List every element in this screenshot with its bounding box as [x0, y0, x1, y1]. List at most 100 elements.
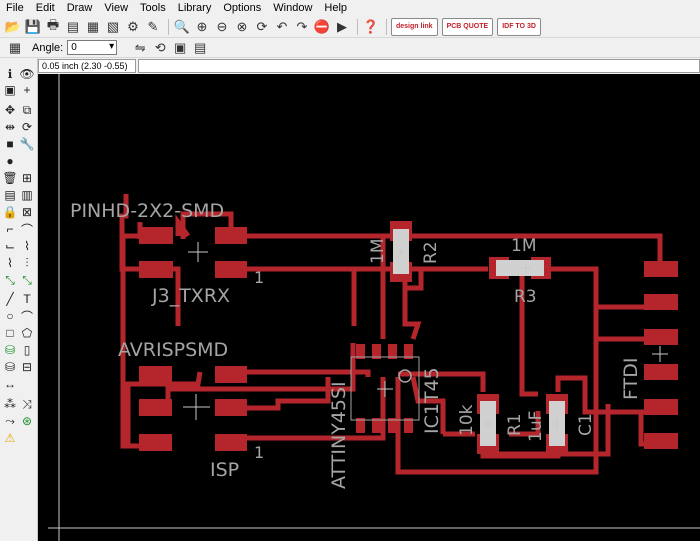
isp-name-label: ISP	[210, 459, 239, 481]
erc-icon[interactable]: ⊛	[21, 414, 33, 428]
origin-crosses	[183, 242, 668, 429]
stop-icon[interactable]: ⛔	[313, 18, 331, 34]
warning-icon[interactable]: ⚠	[4, 431, 16, 445]
open-icon[interactable]: 📂	[4, 18, 22, 34]
polygon-icon[interactable]: ⬠	[21, 326, 33, 340]
attribute-icon[interactable]: ⊟	[21, 360, 33, 374]
go-icon[interactable]: ▶	[337, 18, 347, 34]
group-icon[interactable]: ■	[6, 137, 14, 151]
mark-icon[interactable]: +	[23, 83, 31, 97]
ic-value-label: ATTINY45SI	[328, 381, 350, 489]
show-icon[interactable]: 👁	[19, 67, 35, 81]
board-canvas[interactable]: PINHD-2X2-SMD J3_TXRX 1 AVRISPSMD ISP 1 …	[38, 74, 700, 541]
idf-to-3d-button[interactable]: IDF TO 3D	[497, 17, 541, 36]
c1-name-label: C1	[576, 413, 596, 436]
dimension-icon[interactable]: ↔	[4, 377, 16, 391]
menu-view[interactable]: View	[104, 2, 129, 14]
r3-name-label: R3	[514, 287, 537, 307]
main-toolbar: 📂 💾 🖶 ▤ ▦ ▧ ⚙ ✎ 🔍 ⊕ ⊖ ⊗ ⟳ ↶ ↷ ⛔ ▶ ❓ desi…	[0, 16, 700, 38]
line-icon[interactable]: ╱	[6, 292, 14, 306]
drc-icon[interactable]: ⤳	[5, 413, 15, 428]
menu-draw[interactable]: Draw	[66, 2, 93, 14]
zoom-out-icon[interactable]: ⊖	[216, 18, 228, 34]
undo-icon[interactable]: ↶	[276, 18, 288, 34]
menu-library[interactable]: Library	[177, 2, 212, 14]
menu-file[interactable]: File	[6, 2, 24, 14]
move-icon[interactable]: ✥	[4, 103, 16, 117]
redo-icon[interactable]: ↷	[296, 18, 308, 34]
display-icon[interactable]: ▣	[4, 83, 16, 97]
spin-icon[interactable]: ⟲	[154, 39, 166, 55]
delete-icon[interactable]: 🗑	[2, 171, 18, 185]
help-icon[interactable]: ❓	[362, 18, 380, 34]
r1-value-label: 10k	[457, 404, 477, 436]
change-icon[interactable]: 🔧	[19, 137, 35, 151]
info-icon[interactable]: ℹ	[7, 67, 13, 81]
meander-icon[interactable]: ⌇	[24, 239, 30, 253]
zoom-in-icon[interactable]: ⊕	[196, 18, 208, 34]
paste-icon[interactable]: ●	[6, 154, 14, 168]
parameter-toolbar: ▦ Angle: 0 ⇋ ⟲ ▣ ▤	[0, 38, 700, 58]
cam-processor-icon[interactable]: ▤	[66, 18, 80, 34]
ripup-icon[interactable]: ⫶	[25, 255, 29, 270]
redraw-icon[interactable]: ⟳	[256, 18, 268, 34]
hole-icon[interactable]: ⛁	[4, 360, 16, 374]
text-icon[interactable]: ⤡	[22, 272, 32, 287]
r1-name-label: R1	[505, 413, 525, 436]
rectangle-icon[interactable]: □	[6, 326, 14, 340]
text-tool-icon[interactable]: T	[23, 292, 31, 306]
zoom-select-icon[interactable]: ⊗	[236, 18, 248, 34]
coordinate-display: 0.05 inch (2.30 -0.55)	[38, 59, 136, 73]
menu-help[interactable]: Help	[324, 2, 348, 14]
layer-display-icon[interactable]: ▤	[194, 39, 207, 55]
save-icon[interactable]: 💾	[24, 18, 42, 34]
command-bar: 0.05 inch (2.30 -0.55)	[38, 58, 700, 74]
menu-tools[interactable]: Tools	[140, 2, 166, 14]
menu-window[interactable]: Window	[273, 2, 313, 14]
route-icon[interactable]: ⌇	[7, 256, 13, 270]
ratsnest-icon[interactable]: ⁂	[4, 397, 16, 411]
name-icon[interactable]: ▤	[4, 188, 16, 202]
schematic-icon[interactable]: ▧	[106, 18, 120, 34]
design-link-button[interactable]: design link	[391, 17, 438, 36]
lock-icon[interactable]: 🔒	[2, 205, 18, 219]
script-icon[interactable]: ✎	[147, 18, 159, 34]
pcb-quote-button[interactable]: PCB QUOTE	[441, 17, 494, 36]
add-icon[interactable]: ⊞	[21, 171, 33, 185]
r3-value-label: 1M	[511, 236, 536, 256]
smash-icon[interactable]: ⊠	[21, 205, 33, 219]
ulp-icon[interactable]: ⚙	[127, 18, 139, 34]
miter-icon[interactable]: ⌐	[6, 222, 14, 236]
layer-select-icon[interactable]: ▣	[174, 39, 187, 55]
command-line-input[interactable]	[138, 59, 700, 73]
circle-icon[interactable]: ○	[6, 309, 14, 323]
mirror-tool-icon[interactable]: ⇹	[4, 120, 16, 134]
optimize-icon[interactable]: ⌙	[4, 239, 16, 253]
r2-value-label: 1M	[368, 239, 388, 264]
board-icon[interactable]: ▦	[86, 18, 100, 34]
zoom-fit-icon[interactable]: 🔍	[173, 18, 191, 34]
grid-icon[interactable]: ▦	[8, 39, 22, 55]
copper-traces	[119, 194, 663, 475]
toolbar-divider	[386, 18, 387, 35]
autorouter-icon[interactable]: ⤨	[22, 396, 32, 411]
print-icon[interactable]: 🖶	[46, 16, 60, 32]
command-toolbar: ℹ 👁 ▣ + ✥ ⧉ ⇹ ⟳ ■ 🔧 ● 🗑 ⊞ ▤ ▥ 🔒 ⊠ ⌐ ⌒ ⌙ …	[0, 58, 38, 541]
menu-edit[interactable]: Edit	[35, 2, 55, 14]
via-icon[interactable]: ⛁	[4, 343, 16, 357]
menu-options[interactable]: Options	[223, 2, 262, 14]
r2-name-label: R2	[421, 241, 441, 264]
angle-select[interactable]: 0	[67, 40, 118, 55]
rotate-icon[interactable]: ⟳	[21, 120, 33, 134]
mirror-icon[interactable]: ⇋	[134, 39, 146, 55]
toolbar-divider	[357, 18, 358, 35]
wire-icon[interactable]: ⤡	[5, 272, 15, 287]
arc-icon[interactable]: ⌒	[20, 309, 33, 324]
ic-name-label: IC1T45	[421, 367, 443, 434]
value-icon[interactable]: ▥	[21, 188, 33, 202]
signal-icon[interactable]: ▯	[23, 343, 31, 357]
c1-value-label: 1uF	[526, 411, 546, 442]
j3-pin1-label: 1	[254, 268, 264, 287]
copy-icon[interactable]: ⧉	[22, 102, 32, 117]
split-icon[interactable]: ⌒	[20, 222, 33, 237]
